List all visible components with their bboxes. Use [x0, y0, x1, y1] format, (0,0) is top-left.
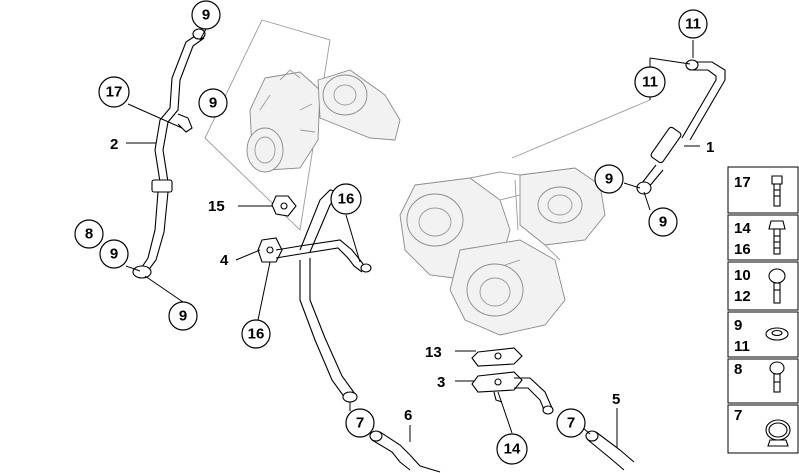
legend-row-14-16: 14 16	[727, 214, 799, 261]
svg-text:9: 9	[605, 171, 613, 188]
svg-text:16: 16	[734, 241, 751, 258]
callout-14: 14	[496, 433, 528, 465]
svg-text:9: 9	[734, 317, 742, 334]
label-15: 15	[208, 198, 225, 215]
svg-text:9: 9	[209, 95, 217, 112]
legend-row-17: 17	[727, 166, 799, 214]
oil-line-part-1	[636, 59, 726, 195]
short-banjo-bolt-icon	[769, 361, 785, 393]
callout-9-a: 9	[198, 88, 228, 118]
callout-7-a: 7	[345, 408, 375, 438]
label-2: 2	[110, 136, 118, 153]
legend-row-8: 8	[727, 358, 799, 404]
svg-text:14: 14	[734, 220, 751, 237]
banjo-bolt-icon	[768, 268, 786, 304]
flange-gasket-part-13	[471, 347, 523, 367]
svg-text:8: 8	[85, 226, 93, 243]
callout-11-b: 11	[634, 66, 666, 98]
svg-text:9: 9	[179, 308, 187, 325]
svg-text:16: 16	[338, 191, 355, 208]
callout-9-b: 9	[99, 239, 129, 269]
svg-text:7: 7	[356, 415, 364, 432]
svg-text:14: 14	[504, 441, 521, 458]
leader-lines	[125, 28, 700, 448]
svg-text:7: 7	[567, 415, 575, 432]
callout-8: 8	[74, 219, 104, 249]
callout-17: 17	[98, 76, 130, 108]
turbocharger-main-illustration	[399, 99, 651, 336]
hose-clamp-icon	[765, 419, 791, 447]
svg-text:9: 9	[659, 214, 667, 231]
svg-text:11: 11	[734, 338, 750, 355]
hex-bolt-icon	[768, 220, 786, 255]
oil-return-line-part-4	[257, 189, 372, 403]
label-5: 5	[612, 391, 620, 408]
sealing-ring-icon	[765, 327, 789, 341]
turbocharger-small-illustration	[204, 19, 401, 231]
svg-text:17: 17	[106, 84, 123, 101]
callout-9-e: 9	[648, 207, 678, 237]
callout-9-top: 9	[191, 0, 221, 30]
svg-text:9: 9	[202, 7, 210, 24]
svg-text:7: 7	[734, 407, 742, 424]
hollow-bolt-icon	[771, 175, 783, 207]
callout-16-b: 16	[330, 183, 362, 215]
svg-text:16: 16	[248, 326, 265, 343]
callout-7-b: 7	[556, 408, 586, 438]
label-13: 13	[425, 344, 442, 361]
hose-part-6	[369, 430, 441, 473]
label-6: 6	[404, 407, 412, 424]
svg-text:17: 17	[734, 174, 751, 191]
svg-text:11: 11	[642, 74, 658, 91]
callout-11-top: 11	[678, 9, 708, 39]
legend-row-7: 7	[727, 404, 799, 454]
label-4: 4	[220, 252, 229, 269]
legend-row-9-11: 9 11	[727, 311, 799, 358]
fastener-legend: 17 14 16 10 12	[727, 166, 799, 454]
callout-9-c: 9	[168, 301, 198, 331]
oil-line-part-2	[132, 28, 206, 279]
callout-9-d: 9	[594, 164, 624, 194]
callout-16-a: 16	[241, 319, 271, 349]
oil-return-pipe-part-3	[471, 371, 554, 415]
svg-text:8: 8	[734, 361, 742, 378]
label-3: 3	[437, 374, 445, 391]
label-1: 1	[706, 139, 714, 156]
callouts: 9 9 17 2 8 9 9 15 4 16 16	[74, 0, 714, 465]
svg-text:12: 12	[734, 288, 751, 305]
svg-text:11: 11	[685, 16, 701, 33]
svg-text:9: 9	[110, 246, 118, 263]
legend-row-10-12: 10 12	[727, 261, 799, 311]
hose-part-5	[585, 430, 635, 471]
svg-text:10: 10	[734, 267, 751, 284]
